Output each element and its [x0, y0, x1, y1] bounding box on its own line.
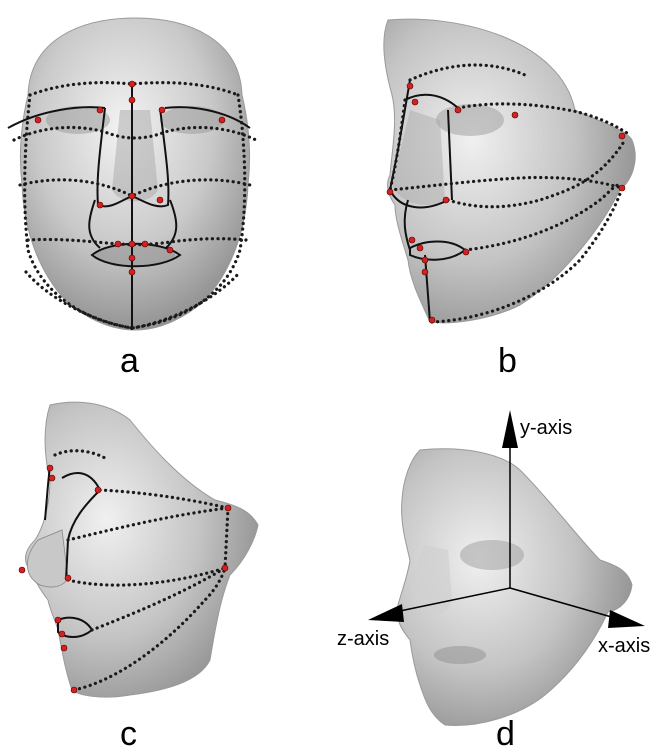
- panel-c: c: [19, 402, 258, 753]
- panel-label-c: c: [120, 715, 137, 753]
- right-eye-shadow-a: [160, 106, 224, 134]
- y-axis-arrowhead: [502, 410, 518, 448]
- nose-c: [27, 530, 68, 587]
- panel-a: a: [8, 18, 256, 380]
- x-axis-arrowhead: [608, 610, 645, 628]
- panel-label-a: a: [120, 342, 139, 380]
- eye-shadow-b: [436, 104, 504, 136]
- panel-label-b: b: [498, 342, 517, 380]
- eye-shadow-d: [460, 540, 524, 570]
- panel-b: b: [384, 19, 635, 380]
- z-axis-arrowhead: [368, 604, 404, 622]
- panel-d: y-axis z-axis x-axis d: [337, 410, 650, 753]
- y-axis-label: y-axis: [520, 417, 572, 439]
- mouth-shadow-d: [434, 646, 486, 664]
- x-axis-label: x-axis: [598, 635, 650, 657]
- panel-label-d: d: [496, 715, 515, 753]
- z-axis-label: z-axis: [337, 628, 389, 650]
